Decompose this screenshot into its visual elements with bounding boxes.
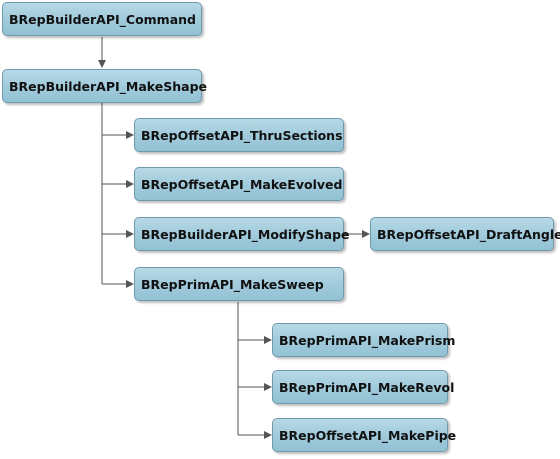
node-make-sweep: BRepPrimAPI_MakeSweep xyxy=(134,267,344,301)
node-thru-sections: BRepOffsetAPI_ThruSections xyxy=(134,118,344,152)
node-draft-angle: BRepOffsetAPI_DraftAngle xyxy=(370,217,560,251)
node-make-pipe: BRepOffsetAPI_MakePipe xyxy=(272,418,456,452)
node-modify-shape: BRepBuilderAPI_ModifyShape xyxy=(134,217,350,251)
node-make-evolved: BRepOffsetAPI_MakeEvolved xyxy=(134,167,344,201)
node-make-revol: BRepPrimAPI_MakeRevol xyxy=(272,370,454,404)
node-command: BRepBuilderAPI_Command xyxy=(2,2,202,36)
node-make-shape: BRepBuilderAPI_MakeShape xyxy=(2,69,207,103)
node-make-prism: BRepPrimAPI_MakePrism xyxy=(272,323,455,357)
